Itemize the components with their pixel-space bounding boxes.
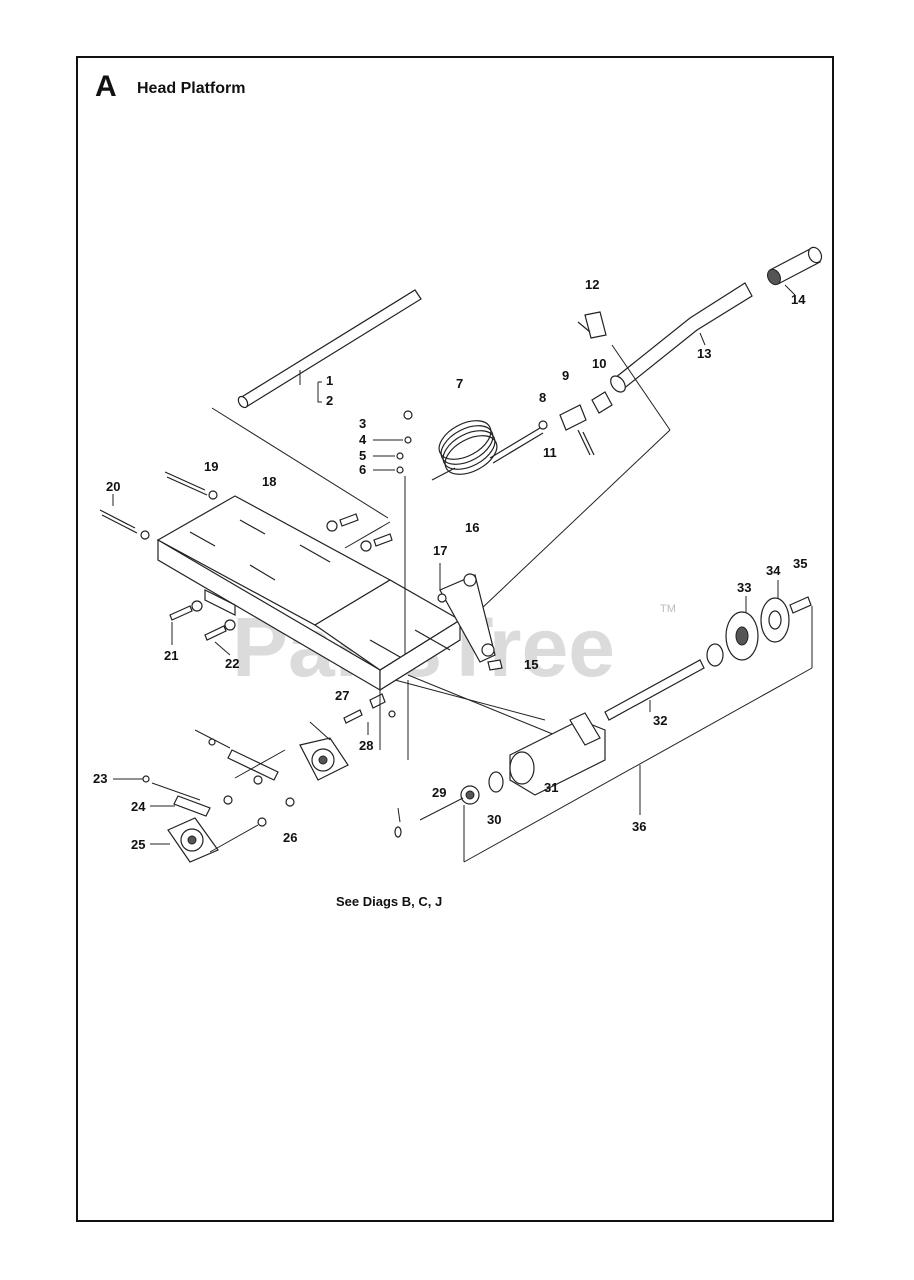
bolt-group-left <box>99 471 218 540</box>
part-label-10: 10 <box>592 356 606 371</box>
part-label-29: 29 <box>432 785 446 800</box>
handle-tube <box>610 246 823 393</box>
part-label-7: 7 <box>456 376 463 391</box>
part-label-11: 11 <box>543 445 557 460</box>
part-label-22: 22 <box>225 656 239 671</box>
shaft-part <box>237 289 422 409</box>
diagram-frame <box>76 56 834 1222</box>
part-label-9: 9 <box>562 368 569 383</box>
part-label-26: 26 <box>283 830 297 845</box>
part-label-17: 17 <box>433 543 447 558</box>
part-label-27: 27 <box>335 688 349 703</box>
part-label-34: 34 <box>766 563 781 578</box>
part-label-5: 5 <box>359 448 366 463</box>
diagram-title: Head Platform <box>137 80 246 97</box>
part-label-18: 18 <box>262 474 276 489</box>
watermark-trademark: TM <box>660 603 676 615</box>
pin-part <box>577 311 607 339</box>
part-label-2: 2 <box>326 393 333 408</box>
adjuster-hardware <box>538 391 613 456</box>
part-label-12: 12 <box>585 277 599 292</box>
part-label-16: 16 <box>465 520 479 535</box>
part-label-23: 23 <box>93 771 107 786</box>
part-label-4: 4 <box>359 432 367 447</box>
pulley-assembly <box>725 580 812 661</box>
part-label-21: 21 <box>164 648 178 663</box>
bolt-group-lower <box>169 600 236 656</box>
part-label-14: 14 <box>791 292 806 307</box>
part-label-36: 36 <box>632 819 646 834</box>
part-label-31: 31 <box>544 780 558 795</box>
assembly-bracket-36 <box>463 606 813 863</box>
part-label-13: 13 <box>697 346 711 361</box>
part-label-28: 28 <box>359 738 373 753</box>
small-hardware-stack <box>373 410 413 655</box>
part-label-24: 24 <box>131 799 146 814</box>
part-label-8: 8 <box>539 390 546 405</box>
section-letter: A <box>95 70 117 103</box>
part-label-30: 30 <box>487 812 501 827</box>
part-label-3: 3 <box>359 416 366 431</box>
part-label-25: 25 <box>131 837 145 852</box>
part-label-33: 33 <box>737 580 751 595</box>
part-label-19: 19 <box>204 459 218 474</box>
platform-plate <box>156 495 462 692</box>
part-label-35: 35 <box>793 556 807 571</box>
part-label-1: 1 <box>326 373 333 388</box>
part-label-15: 15 <box>524 657 538 672</box>
see-diagrams-note: See Diags B, C, J <box>336 894 442 909</box>
bracket-arm <box>437 563 503 671</box>
coil-spring <box>431 420 544 481</box>
flange-bearing-assembly <box>113 721 349 863</box>
drive-shaft <box>604 643 724 721</box>
pin-bolts <box>343 680 409 760</box>
drive-hub-assembly <box>419 712 606 821</box>
bolt-group-top <box>326 513 393 552</box>
part-label-20: 20 <box>106 479 120 494</box>
part-label-32: 32 <box>653 713 667 728</box>
part-label-6: 6 <box>359 462 366 477</box>
